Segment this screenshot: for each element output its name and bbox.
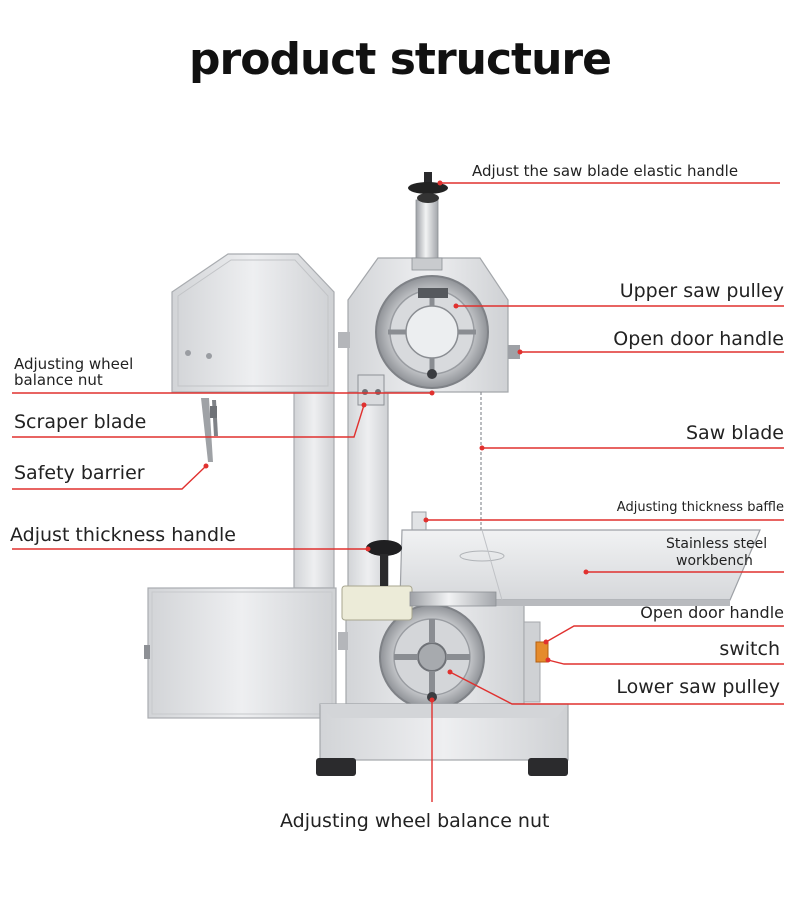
scraper-part bbox=[357, 374, 385, 406]
base bbox=[316, 703, 569, 776]
workbench-table bbox=[399, 529, 761, 606]
label-open-door-handle-upper: Open door handle bbox=[613, 328, 784, 350]
upper-pulley-wheel bbox=[375, 275, 489, 389]
leader-dots bbox=[203, 180, 589, 703]
label-adjusting-nut-upper-line2: balance nut bbox=[14, 371, 103, 389]
label-scraper-blade: Scraper blade bbox=[14, 411, 147, 433]
label-upper-pulley: Upper saw pulley bbox=[619, 280, 784, 302]
tension-post bbox=[411, 199, 443, 271]
label-adjusting-thickness-baffle: Adjusting thickness baffle bbox=[616, 500, 784, 515]
leader-switch bbox=[547, 659, 784, 665]
thickness-handle-knob bbox=[366, 540, 402, 586]
label-adjust-elastic-handle: Adjust the saw blade elastic handle bbox=[472, 162, 739, 180]
leader-safety-barrier bbox=[12, 465, 207, 490]
label-switch: switch bbox=[719, 638, 780, 660]
label-lower-pulley: Lower saw pulley bbox=[616, 676, 780, 698]
label-adjusting-nut-bottom: Adjusting wheel balance nut bbox=[280, 810, 550, 832]
door-neck bbox=[293, 391, 335, 589]
label-adjust-thickness-handle: Adjust thickness handle bbox=[10, 524, 236, 546]
leader-open-door-lower bbox=[545, 625, 784, 643]
door-upper-panel bbox=[171, 253, 335, 393]
leader-lines bbox=[12, 182, 784, 802]
safety-barrier-part bbox=[201, 398, 218, 462]
label-saw-blade: Saw blade bbox=[685, 422, 784, 444]
label-safety-barrier: Safety barrier bbox=[14, 462, 145, 484]
lower-pulley-wheel bbox=[379, 604, 485, 710]
tension-handle-knob bbox=[408, 172, 448, 203]
leader-scraper bbox=[12, 404, 365, 438]
page-title: product structure bbox=[189, 34, 612, 85]
label-adjusting-nut-upper-line1: Adjusting wheel bbox=[14, 355, 134, 373]
thickness-roller bbox=[341, 585, 497, 621]
label-open-door-handle-lower: Open door handle bbox=[640, 603, 784, 622]
label-workbench-line2: workbench bbox=[676, 553, 753, 569]
leader-lower-pulley bbox=[449, 671, 784, 705]
door-lower-panel bbox=[144, 587, 337, 719]
label-workbench-line1: Stainless steel bbox=[666, 536, 768, 552]
